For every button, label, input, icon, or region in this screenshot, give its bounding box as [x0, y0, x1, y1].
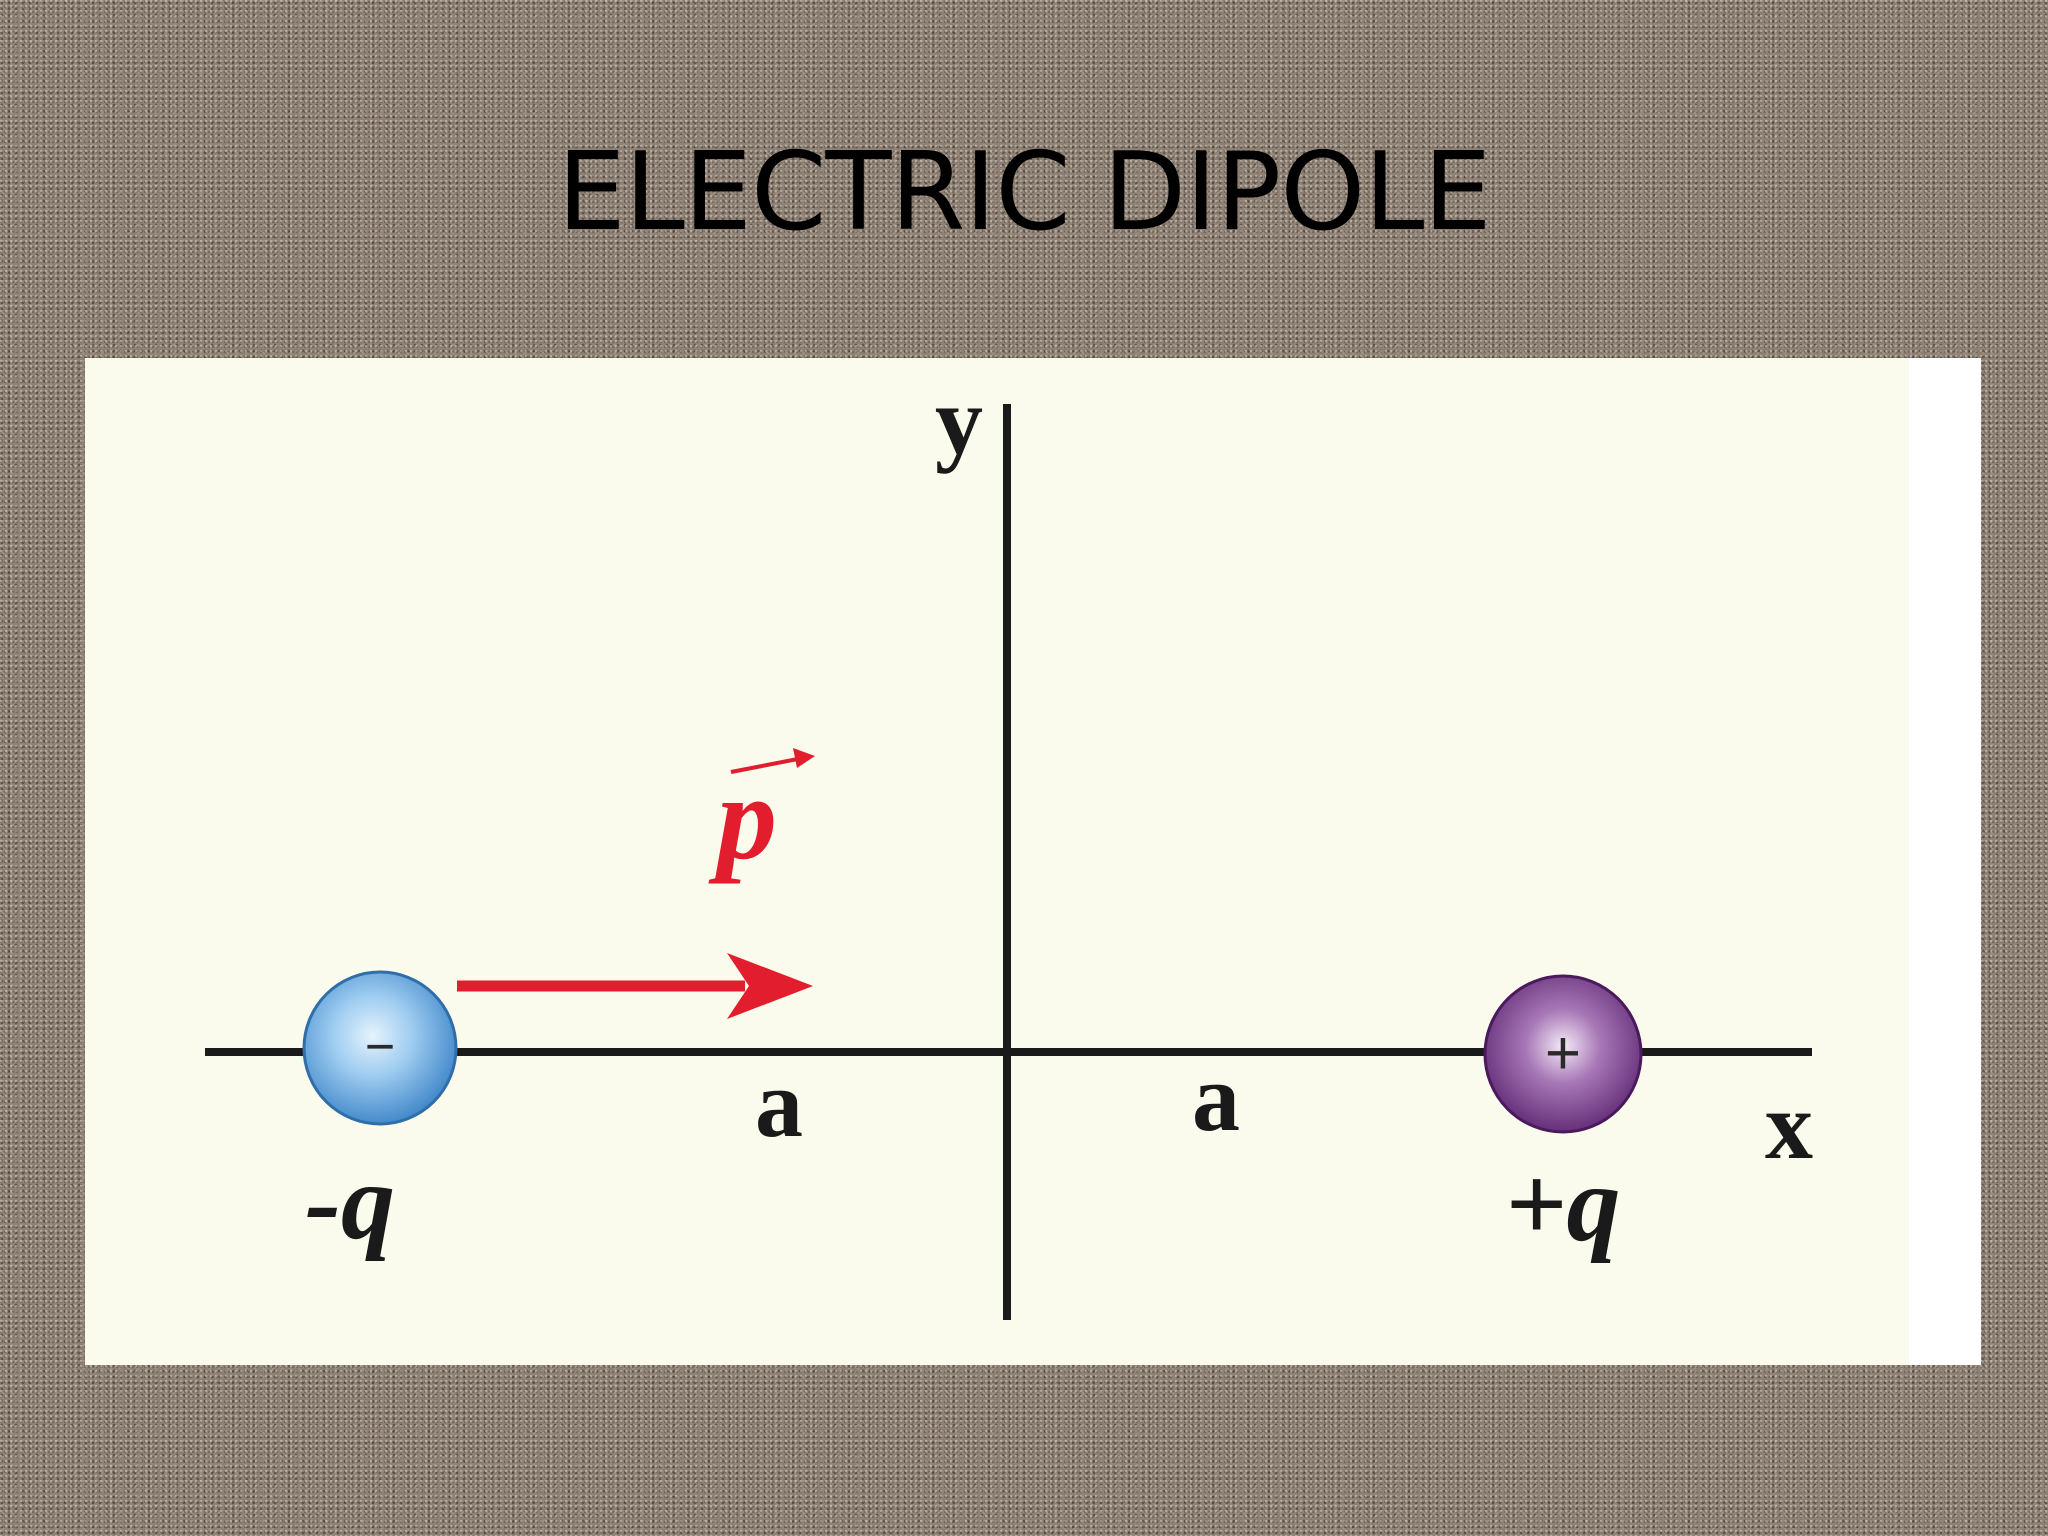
positive-sign-icon: + [1545, 1019, 1581, 1088]
dipole-diagram: y x a a p − -q + +q [205, 367, 1813, 1320]
positive-charge-label: +q [1505, 1145, 1621, 1264]
negative-charge: − [302, 970, 458, 1126]
right-distance-label: a [1192, 1044, 1240, 1151]
negative-charge-label: -q [305, 1143, 395, 1262]
dipole-moment-arrow [457, 953, 813, 1019]
panel-white-strip [1909, 358, 1981, 1365]
dipole-moment-label: p [708, 748, 815, 884]
dipole-figure-panel: y x a a p − -q + +q [85, 358, 1981, 1365]
left-distance-label: a [755, 1050, 803, 1157]
svg-text:p: p [708, 751, 777, 884]
positive-charge: + [1483, 974, 1643, 1134]
vector-arrow-icon [730, 748, 815, 774]
y-axis-label: y [935, 367, 983, 474]
slide-title: ELECTRIC DIPOLE [557, 130, 1491, 255]
x-axis-label: x [1765, 1072, 1813, 1179]
negative-sign-icon: − [365, 1018, 395, 1076]
